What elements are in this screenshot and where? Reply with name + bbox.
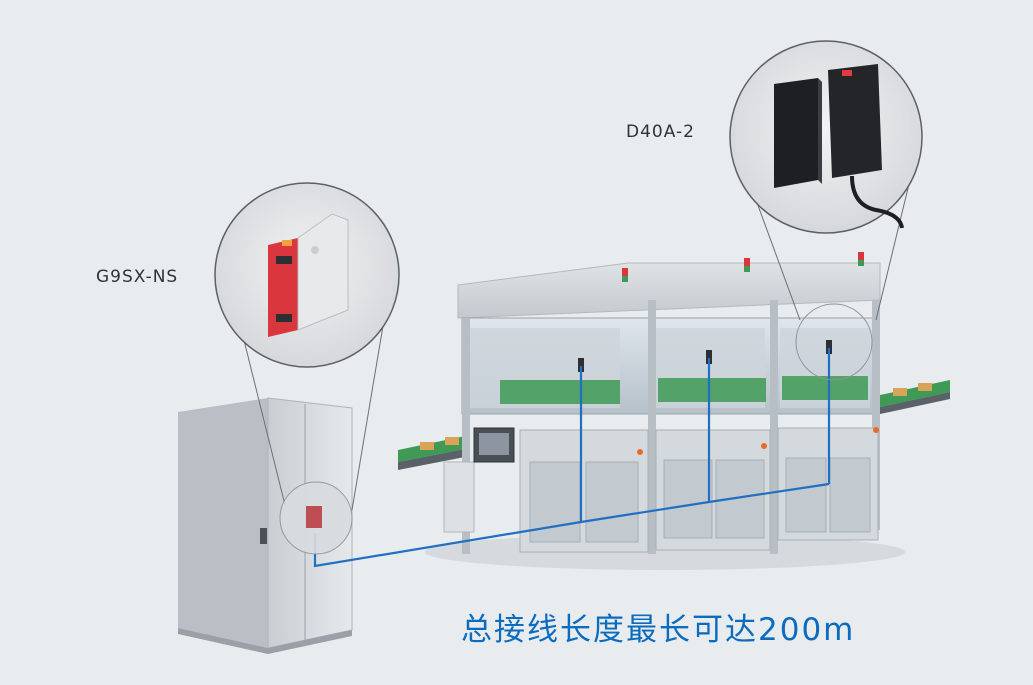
controller-zoom: [214, 182, 400, 555]
machine-line: [443, 252, 881, 554]
door-sensor-2: [706, 350, 712, 364]
sensor-zoom: [729, 40, 923, 381]
wiring-length-tagline: 总接线长度最长可达200m: [461, 612, 856, 648]
door-sensor-3: [826, 340, 832, 354]
stack-light-2: [744, 258, 750, 272]
stack-light-3: [858, 252, 864, 266]
stack-light-1: [622, 268, 628, 282]
controller-label: G9SX-NS: [96, 267, 179, 287]
sensor-label: D40A-2: [626, 122, 695, 142]
door-sensor-1: [578, 358, 584, 372]
cabinet-handle: [260, 528, 267, 544]
conveyor: [398, 380, 950, 470]
